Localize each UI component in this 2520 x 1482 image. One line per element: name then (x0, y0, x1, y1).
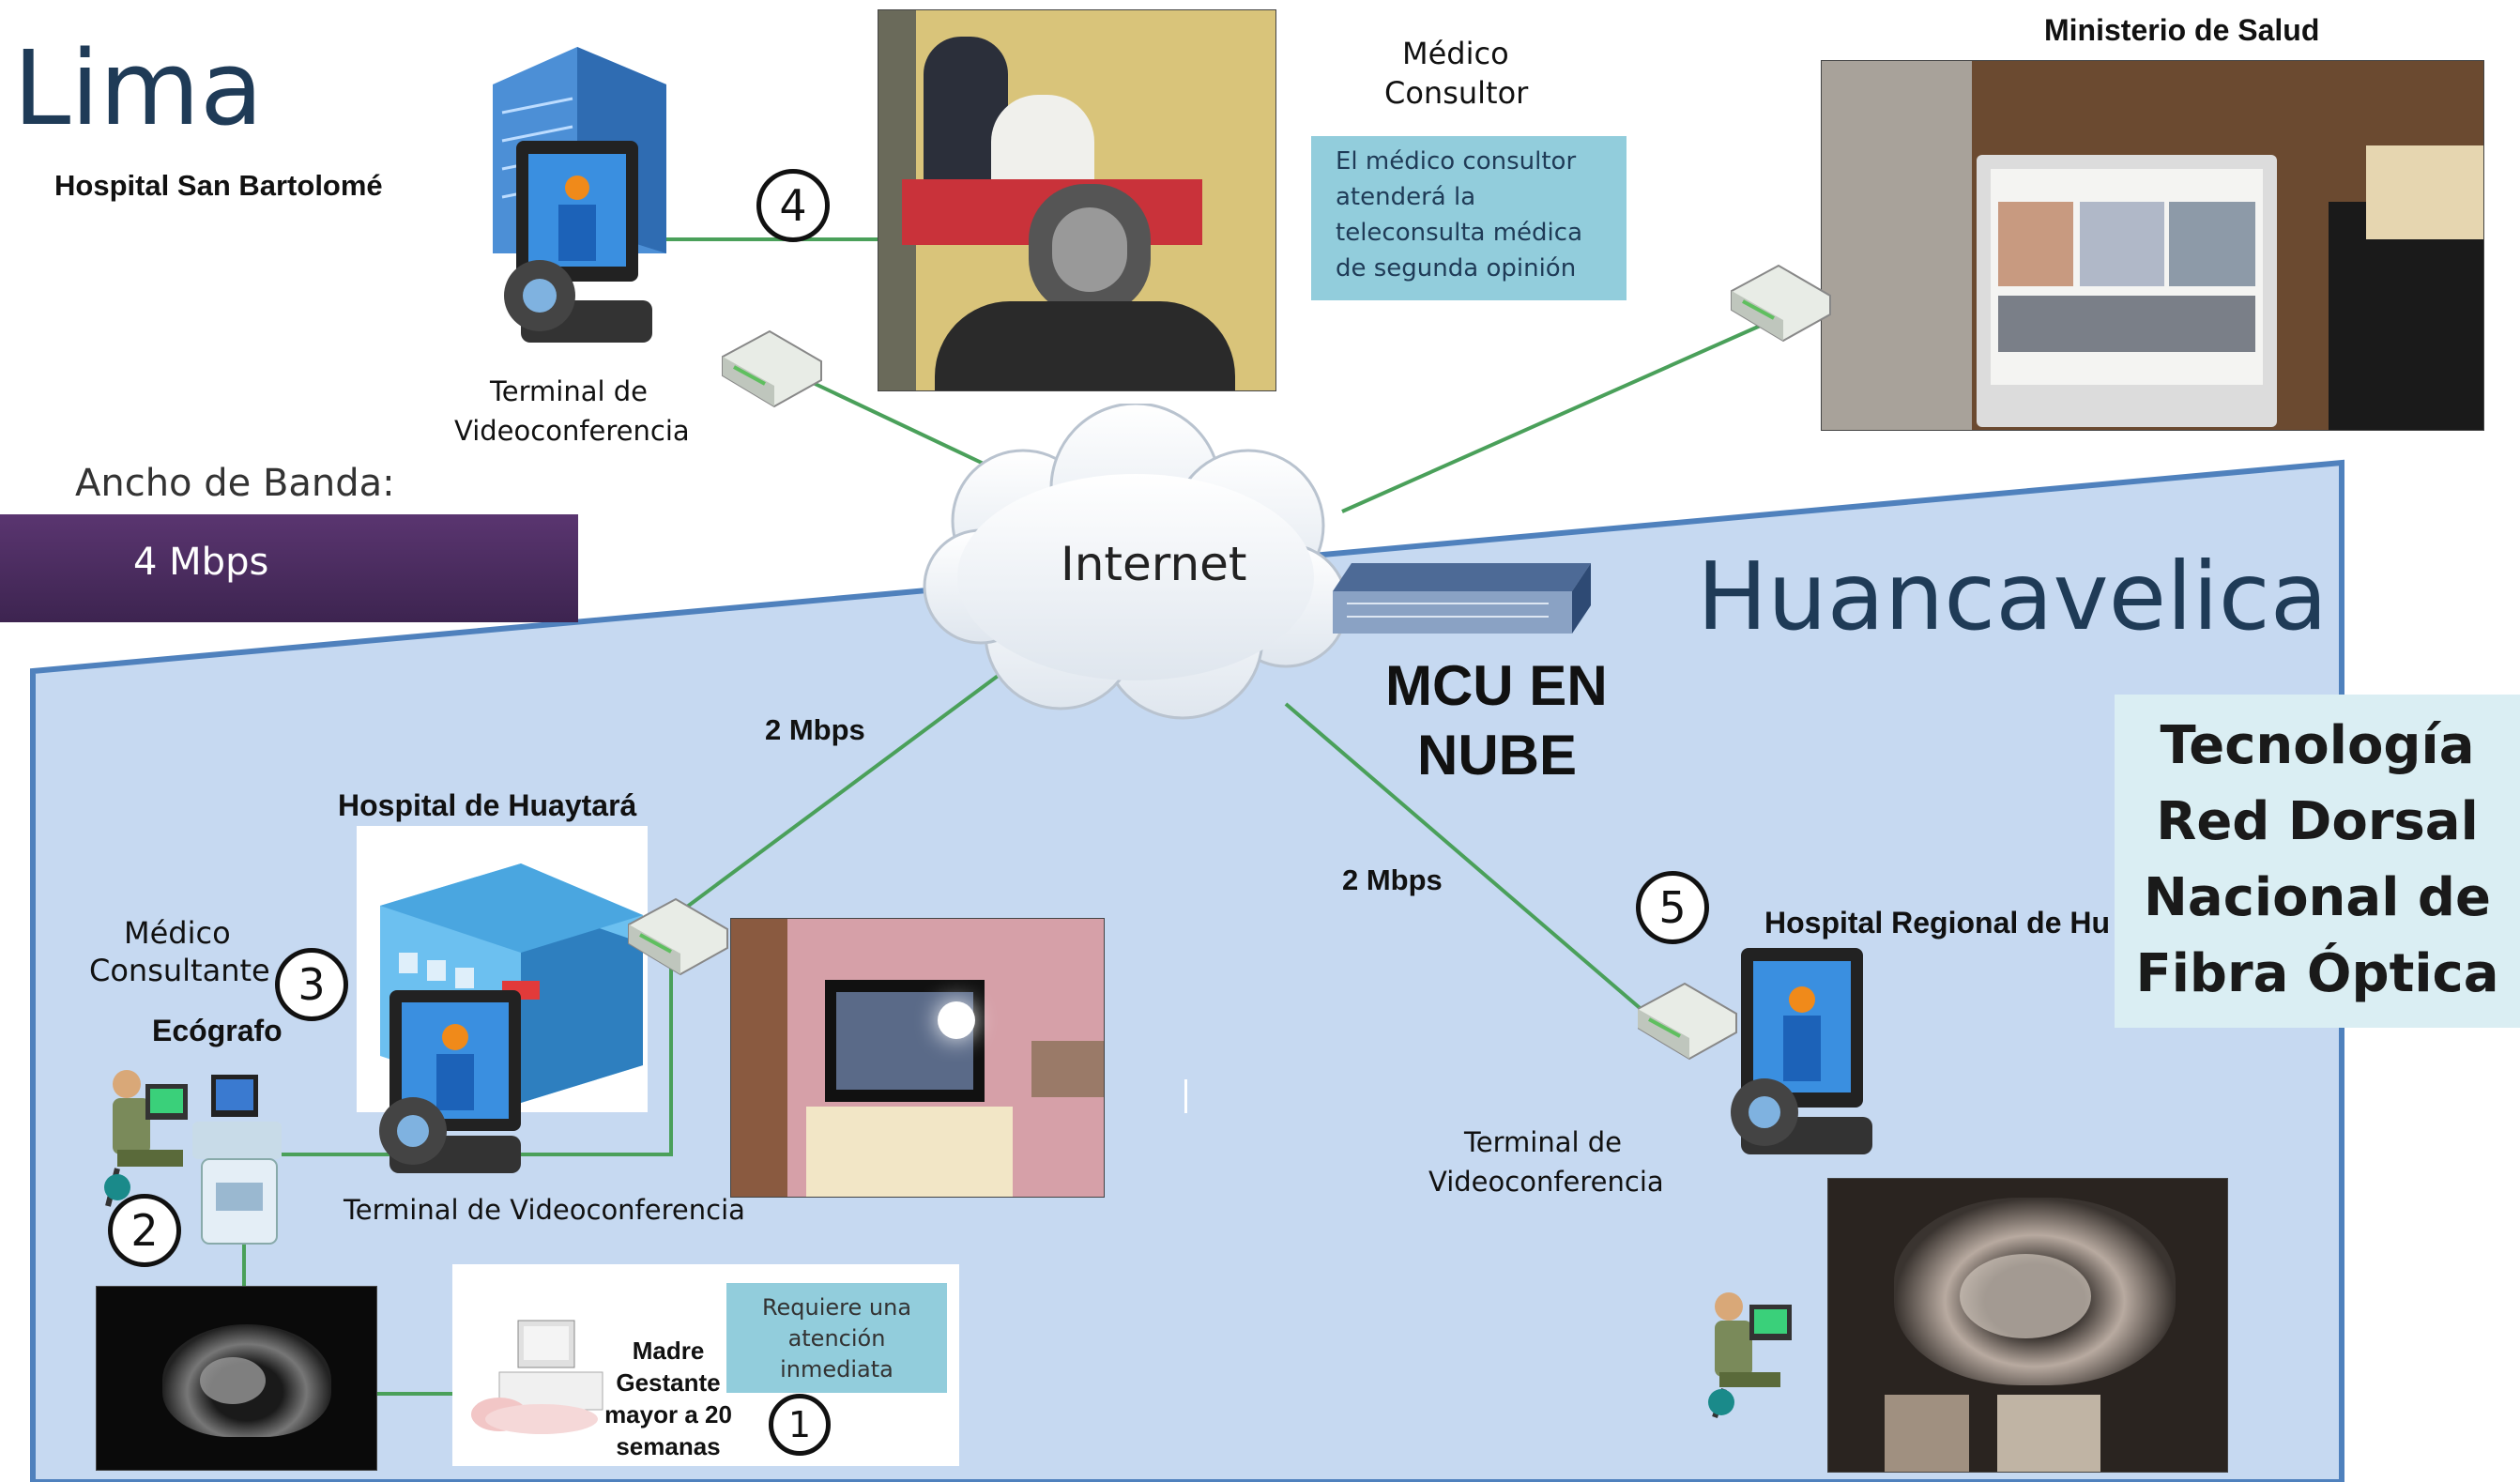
text-cursor (1184, 1079, 1187, 1113)
callout-line: de segunda opinión (1336, 254, 1577, 283)
lima-hospital-label: Hospital San Bartolomé (54, 169, 383, 202)
huaytara-terminal-label: Terminal de Videoconferencia (344, 1194, 745, 1226)
router-icon (628, 897, 728, 976)
huancavelica-title: Huancavelica (1697, 542, 2329, 651)
lima-title: Lima (13, 28, 264, 148)
mcu-server-icon (1333, 563, 1591, 634)
step-2-badge: 2 (108, 1194, 181, 1267)
link-lima-router-internet (806, 378, 986, 466)
medico-consultor-line1: Médico (1402, 36, 1509, 71)
link-huaytara-internet (674, 669, 1006, 917)
callout-line: teleconsulta médica (1336, 219, 1583, 247)
link-ministerio-internet (1341, 322, 1765, 513)
router-icon (1731, 264, 1831, 343)
medico-consultante-line1: Médico (124, 915, 231, 951)
callout-line: Requiere una (761, 1294, 912, 1321)
regional-link-speed: 2 Mbps (1342, 863, 1443, 896)
step-5-badge: 5 (1636, 871, 1709, 944)
medico-consultor-callout: El médico consultor atenderá la telecons… (1311, 136, 1627, 300)
regional-ultrasound-photo (1827, 1178, 2228, 1473)
webcam-icon (379, 1097, 521, 1173)
huaytara-photo (730, 918, 1105, 1198)
step-3-badge: 3 (275, 948, 348, 1021)
network-links (242, 237, 1765, 1396)
madre-gestante-text: Madre Gestante mayor a 20 semanas (603, 1335, 734, 1462)
mcu-label-line1: MCU EN (1385, 654, 1608, 717)
internet-cloud-icon (923, 404, 1349, 720)
step-1-badge: 1 (769, 1394, 831, 1456)
atencion-callout: Requiere una atención inmediata (726, 1283, 947, 1393)
regional-hospital-label: Hospital Regional de Hu (1764, 906, 2111, 940)
technology-line: Red Dorsal (2156, 791, 2479, 852)
technology-line: Fibra Óptica (2135, 943, 2499, 1004)
huancavelica-region (30, 459, 2344, 1482)
ministerio-photo (1821, 60, 2484, 431)
callout-line: atención (787, 1325, 886, 1352)
lima-terminal-line1: Terminal de (490, 375, 649, 407)
webcam-icon (504, 260, 652, 343)
callout-line: El médico consultor (1336, 147, 1577, 176)
technology-box: Tecnología Red Dorsal Nacional de Fibra … (2115, 695, 2520, 1028)
bandwidth-label: Ancho de Banda: (75, 462, 395, 505)
monitor-icon (1741, 948, 1863, 1108)
ministerio-title: Ministerio de Salud (2044, 13, 2320, 47)
madre-line: semanas (616, 1432, 721, 1460)
medico-consultante-line2: Consultante (89, 953, 270, 988)
regional-terminal-line2: Videoconferencia (1428, 1166, 1664, 1198)
internet-label: Internet (1061, 537, 1247, 591)
callout-line: inmediata (780, 1356, 893, 1383)
huaytara-link-speed: 2 Mbps (765, 713, 865, 746)
router-icon (722, 329, 822, 408)
madre-line: Madre (632, 1337, 705, 1365)
doctor-at-computer-icon (1708, 1292, 1792, 1418)
mcu-label-line2: NUBE (1417, 724, 1578, 787)
medico-consultor-line2: Consultor (1384, 75, 1529, 111)
regional-terminal-line1: Terminal de (1464, 1126, 1623, 1158)
step-4-badge: 4 (756, 169, 830, 242)
lima-terminal-icon (493, 47, 666, 343)
webcam-icon (1731, 1078, 1872, 1154)
madre-line: Gestante (616, 1368, 721, 1397)
madre-gestante-panel: Madre Gestante mayor a 20 semanas Requie… (452, 1264, 959, 1466)
callout-line: atenderá la (1336, 183, 1476, 211)
huaytara-hospital-label: Hospital de Huaytará (338, 788, 637, 822)
technology-line: Tecnología (2160, 715, 2475, 776)
patient-bed-icon (471, 1320, 603, 1434)
router-icon (1638, 982, 1737, 1061)
bandwidth-box: 4 Mbps (0, 514, 578, 622)
regional-terminal-icon (1638, 948, 1872, 1154)
technology-line: Nacional de (2144, 867, 2491, 928)
link-regional-internet (1284, 702, 1654, 1020)
lima-doctors-photo (878, 9, 1276, 391)
doctor-at-computer-icon (104, 1070, 282, 1245)
madre-line: mayor a 20 (604, 1400, 732, 1429)
hospital-building-icon (379, 863, 643, 1173)
ecografo-label: Ecógrafo (152, 1014, 283, 1047)
ultrasound-image (96, 1286, 377, 1471)
bandwidth-value: 4 Mbps (133, 541, 269, 584)
lima-terminal-line2: Videoconferencia (454, 415, 690, 447)
ultrasound-machine-icon (192, 1075, 282, 1245)
monitor-icon (516, 141, 638, 282)
